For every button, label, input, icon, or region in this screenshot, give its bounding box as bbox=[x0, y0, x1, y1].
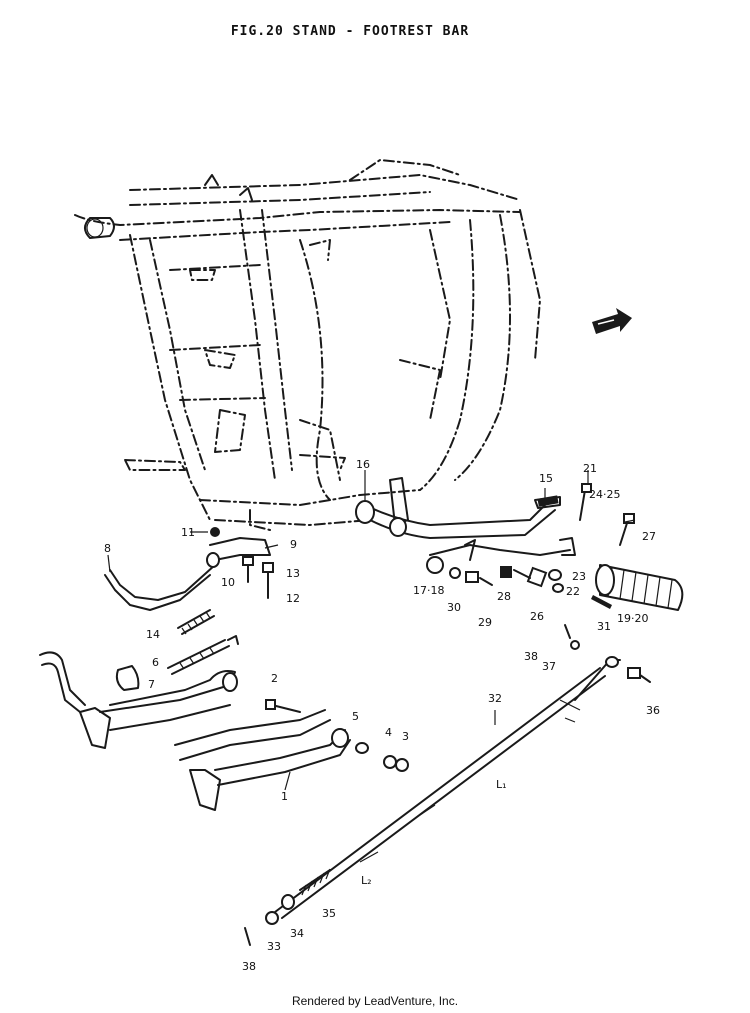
part-label-15: 15 bbox=[539, 472, 553, 485]
part-label-38-upper: 38 bbox=[524, 650, 538, 663]
part-label-4: 4 bbox=[385, 726, 392, 739]
part-label-12: 12 bbox=[286, 592, 300, 605]
part-label-14: 14 bbox=[146, 628, 160, 641]
part-label-23: 23 bbox=[572, 570, 586, 583]
part-label-16: 16 bbox=[356, 458, 370, 471]
part-label-19-20: 19·20 bbox=[617, 612, 649, 625]
part-label-30: 30 bbox=[447, 601, 461, 614]
part-label-2: 2 bbox=[271, 672, 278, 685]
part-label-11: 11 bbox=[181, 526, 195, 539]
part-label-38-lower: 38 bbox=[242, 960, 256, 973]
part-label-5: 5 bbox=[352, 710, 359, 723]
part-label-21: 21 bbox=[583, 462, 597, 475]
part-label-7: 7 bbox=[148, 678, 155, 691]
part-label-35: 35 bbox=[322, 907, 336, 920]
diagram-title: FIG.20 STAND - FOOTREST BAR bbox=[230, 24, 470, 39]
part-label-9: 9 bbox=[290, 538, 297, 551]
leader-lines bbox=[107, 470, 636, 791]
footrest-bar bbox=[355, 477, 576, 574]
part-label-1: 1 bbox=[281, 790, 288, 803]
part-label-17-18: 17·18 bbox=[413, 584, 445, 597]
footer-credit: Rendered by LeadVenture, Inc. bbox=[291, 994, 459, 1008]
part-label-27: 27 bbox=[642, 530, 656, 543]
part-label-28: 28 bbox=[497, 590, 511, 603]
part-label-10: 10 bbox=[221, 576, 235, 589]
part-label-31: 31 bbox=[597, 620, 611, 633]
part-label-37: 37 bbox=[542, 660, 556, 673]
control-cable bbox=[244, 624, 651, 946]
bolts-right bbox=[449, 483, 635, 593]
part-label-33: 33 bbox=[267, 940, 281, 953]
part-number-labels: 1 2 3 4 5 6 7 8 9 10 11 12 13 14 15 16 1… bbox=[104, 458, 660, 973]
part-label-13: 13 bbox=[286, 567, 300, 580]
part-label-32: 32 bbox=[488, 692, 502, 705]
frame-outline bbox=[74, 159, 541, 531]
length-label-l2: L₂ bbox=[361, 874, 372, 887]
front-direction-arrow-icon bbox=[592, 308, 632, 334]
part-label-24-25: 24·25 bbox=[589, 488, 621, 501]
part-label-6: 6 bbox=[152, 656, 159, 669]
part-label-34: 34 bbox=[290, 927, 304, 940]
part-label-36: 36 bbox=[646, 704, 660, 717]
length-label-l1: L₁ bbox=[496, 778, 507, 791]
part-label-3: 3 bbox=[402, 730, 409, 743]
part-label-29: 29 bbox=[478, 616, 492, 629]
part-label-22: 22 bbox=[566, 585, 580, 598]
part-label-8: 8 bbox=[104, 542, 111, 555]
center-stand bbox=[39, 651, 409, 811]
brake-pedal bbox=[104, 527, 274, 691]
footrest-rubber bbox=[591, 564, 684, 611]
part-label-26: 26 bbox=[530, 610, 544, 623]
